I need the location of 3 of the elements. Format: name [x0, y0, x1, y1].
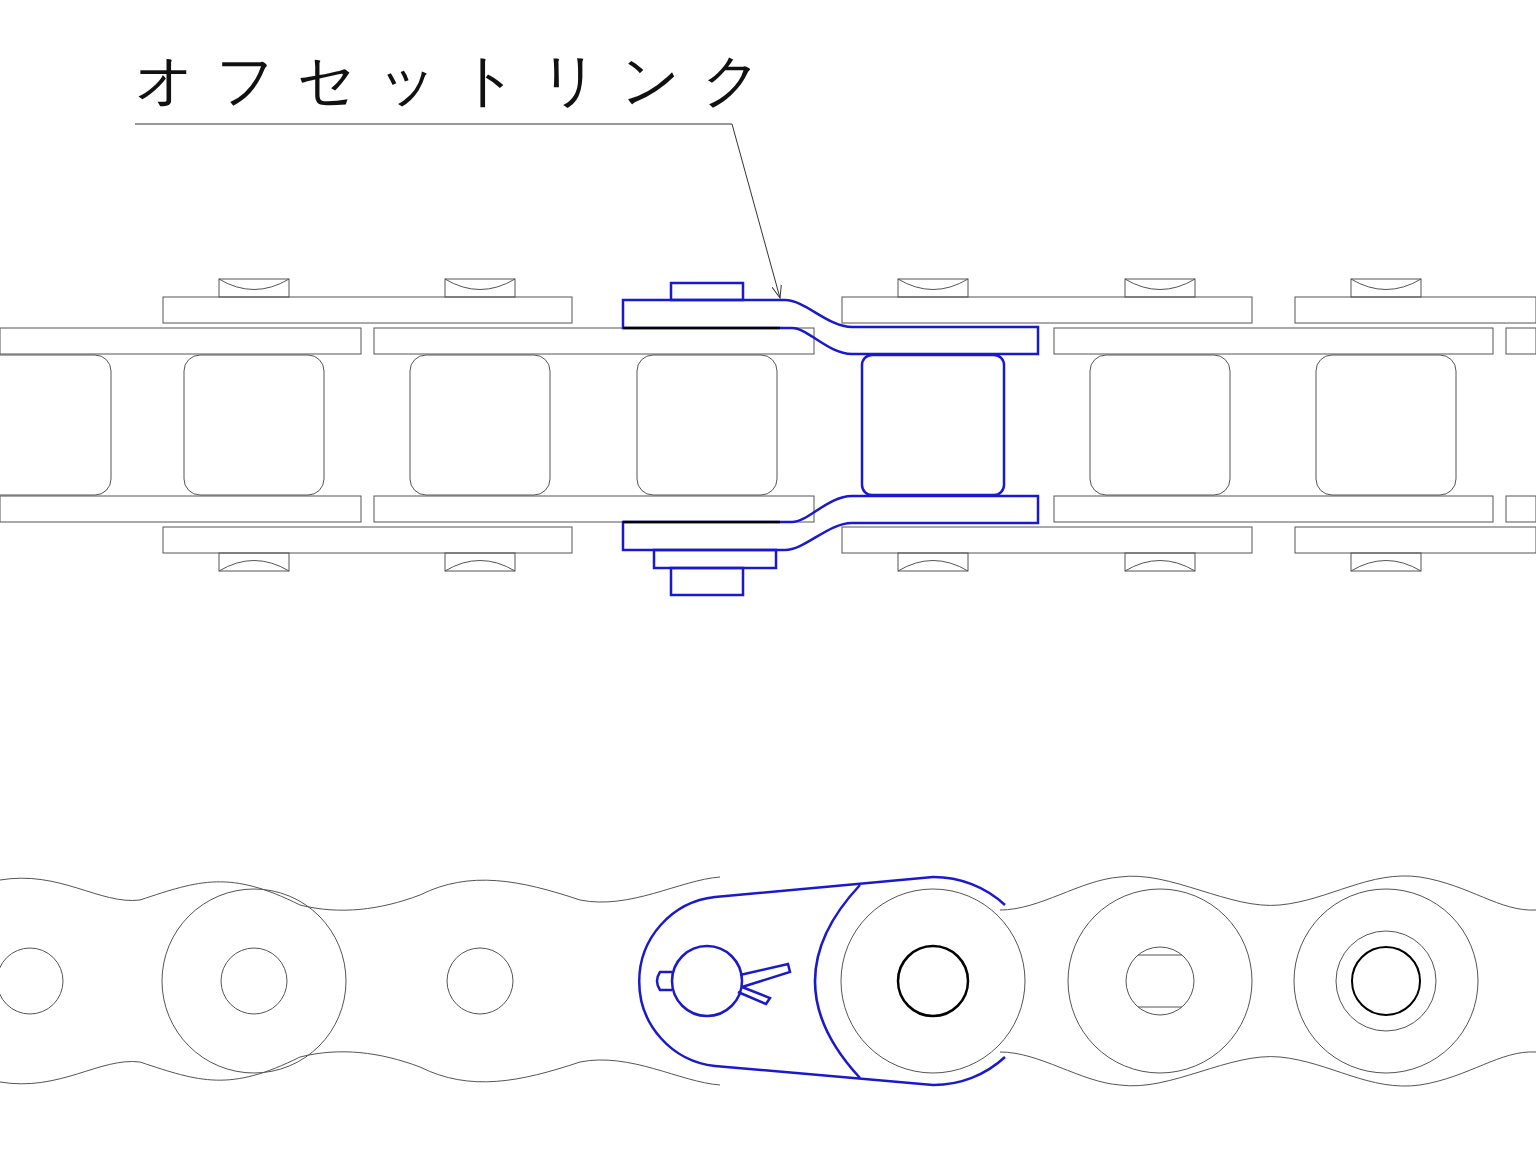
part-label: オフセットリンク	[135, 38, 783, 122]
offset-link-drawing	[621, 281, 1040, 597]
leader-line	[134, 123, 782, 299]
